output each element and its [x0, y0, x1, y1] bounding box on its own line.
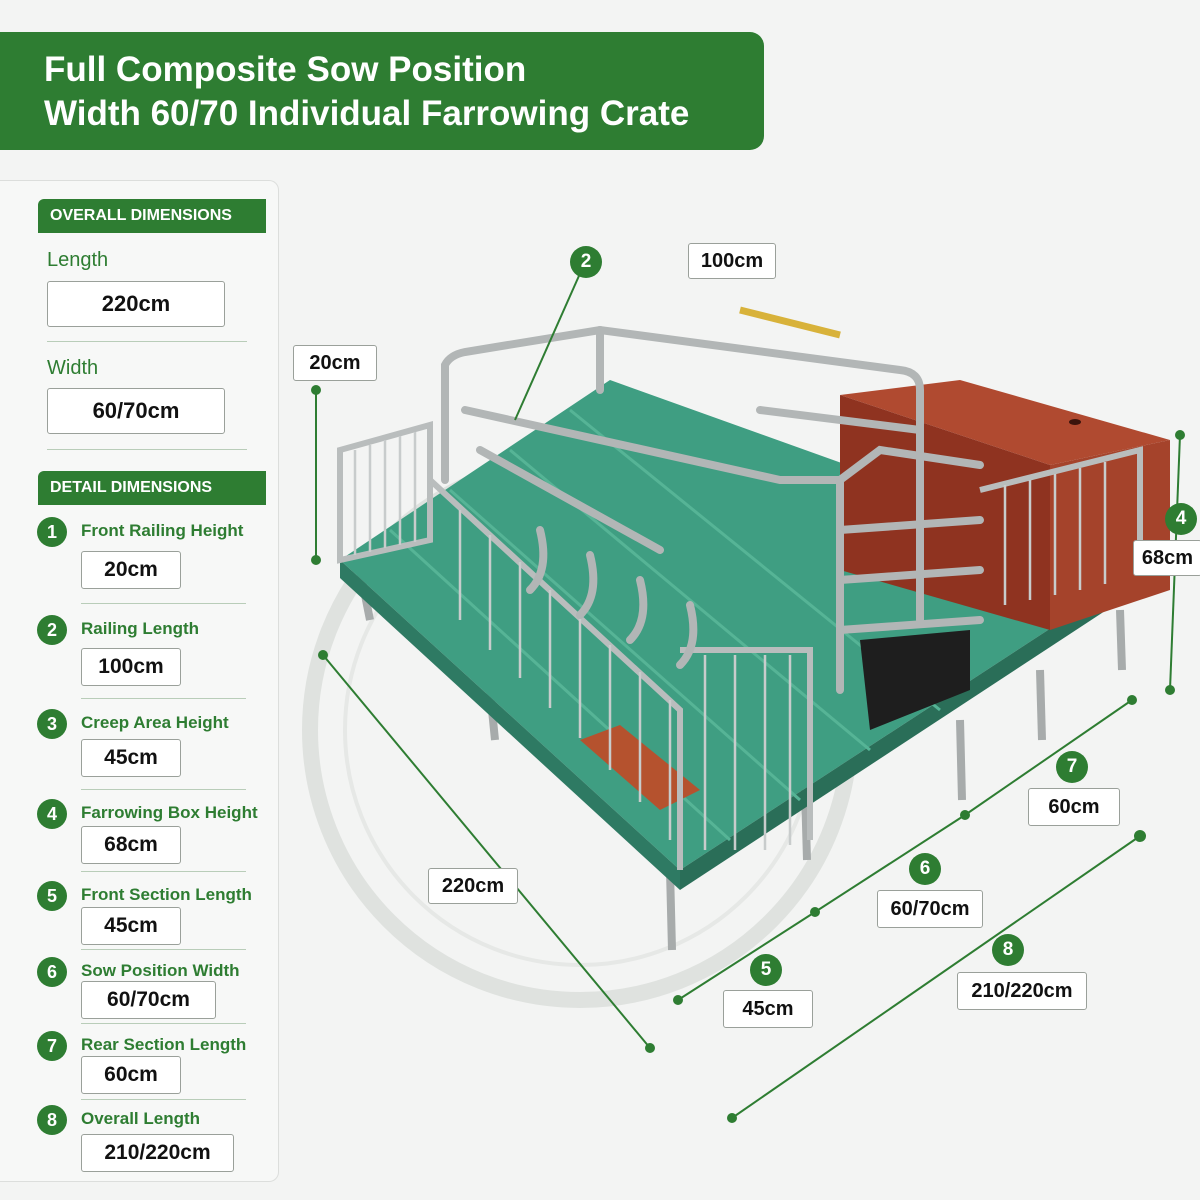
item-number-1: 1 [37, 517, 67, 547]
rear-section-length-value: 60cm [81, 1056, 181, 1094]
item-number-5: 5 [37, 881, 67, 911]
front-railing-callout: 20cm [293, 345, 377, 381]
marker-2: 2 [570, 246, 602, 278]
title-banner: Full Composite Sow Position Width 60/70 … [0, 32, 764, 150]
floor-edge-side [680, 570, 1140, 890]
overall-length-callout: 210/220cm [957, 972, 1087, 1010]
railing-length-label: Railing Length [81, 619, 200, 638]
divider [47, 341, 247, 342]
overall-dimensions-heading: OVERALL DIMENSIONS [38, 199, 266, 233]
width-value: 60/70cm [47, 388, 225, 434]
rear-section-length-label: Rear Section Length [81, 1035, 247, 1054]
floor-edge-front [340, 560, 680, 890]
railing-bars [353, 432, 1107, 850]
item-number-6: 6 [37, 957, 67, 987]
length-label: Length [47, 249, 109, 271]
overall-length-value: 210/220cm [81, 1134, 234, 1172]
title-line-2: Width 60/70 Individual Farrowing Crate [44, 94, 690, 133]
rear-section-callout: 60cm [1028, 788, 1120, 826]
railing-length-callout: 100cm [688, 243, 776, 279]
divider [81, 1099, 246, 1100]
sow-position-width-value: 60/70cm [81, 981, 216, 1019]
marker-7: 7 [1056, 751, 1088, 783]
farrowing-box-height-label: Farrowing Box Height [81, 803, 258, 822]
overall-length-label: Overall Length [81, 1109, 201, 1128]
feeder [860, 630, 970, 730]
farrowing-crate-illustration [302, 259, 1185, 1123]
creep-area-height-label: Creep Area Height [81, 713, 229, 732]
length-value: 220cm [47, 281, 225, 327]
front-section-callout: 45cm [723, 990, 813, 1028]
dimension-lines [311, 259, 1185, 1123]
marker-4: 4 [1165, 503, 1197, 535]
item-number-7: 7 [37, 1031, 67, 1061]
side-railings [337, 421, 1143, 870]
divider [81, 603, 246, 604]
front-section-length-label: Front Section Length [81, 885, 252, 904]
marker-6: 6 [909, 853, 941, 885]
box-height-callout: 68cm [1133, 540, 1200, 576]
length-callout: 220cm [428, 868, 518, 904]
title-line-1: Full Composite Sow Position [44, 50, 527, 89]
railing-length-value: 100cm [81, 648, 181, 686]
adjust-bar [739, 306, 841, 339]
detail-dimensions-heading: DETAIL DIMENSIONS [38, 471, 266, 505]
item-number-3: 3 [37, 709, 67, 739]
front-section-length-value: 45cm [81, 907, 181, 945]
divider [81, 871, 246, 872]
item-number-4: 4 [37, 799, 67, 829]
sow-crate-frame [441, 325, 984, 694]
front-railing-height-label: Front Railing Height [81, 521, 244, 540]
item-number-2: 2 [37, 615, 67, 645]
width-label: Width [47, 357, 99, 379]
farrowing-box-height-value: 68cm [81, 826, 181, 864]
sow-width-callout: 60/70cm [877, 890, 983, 928]
item-number-8: 8 [37, 1105, 67, 1135]
divider [81, 789, 246, 790]
sow-position-width-label: Sow Position Width [81, 961, 240, 980]
divider [81, 698, 246, 699]
divider [47, 449, 247, 450]
marker-5: 5 [750, 954, 782, 986]
farrowing-box-hole [1069, 419, 1081, 425]
creep-area-height-value: 45cm [81, 739, 181, 777]
marker-8: 8 [992, 934, 1024, 966]
front-railing-height-value: 20cm [81, 551, 181, 589]
divider [81, 949, 246, 950]
spec-panel: OVERALL DIMENSIONS Length 220cm Width 60… [0, 180, 279, 1182]
divider [81, 1023, 246, 1024]
